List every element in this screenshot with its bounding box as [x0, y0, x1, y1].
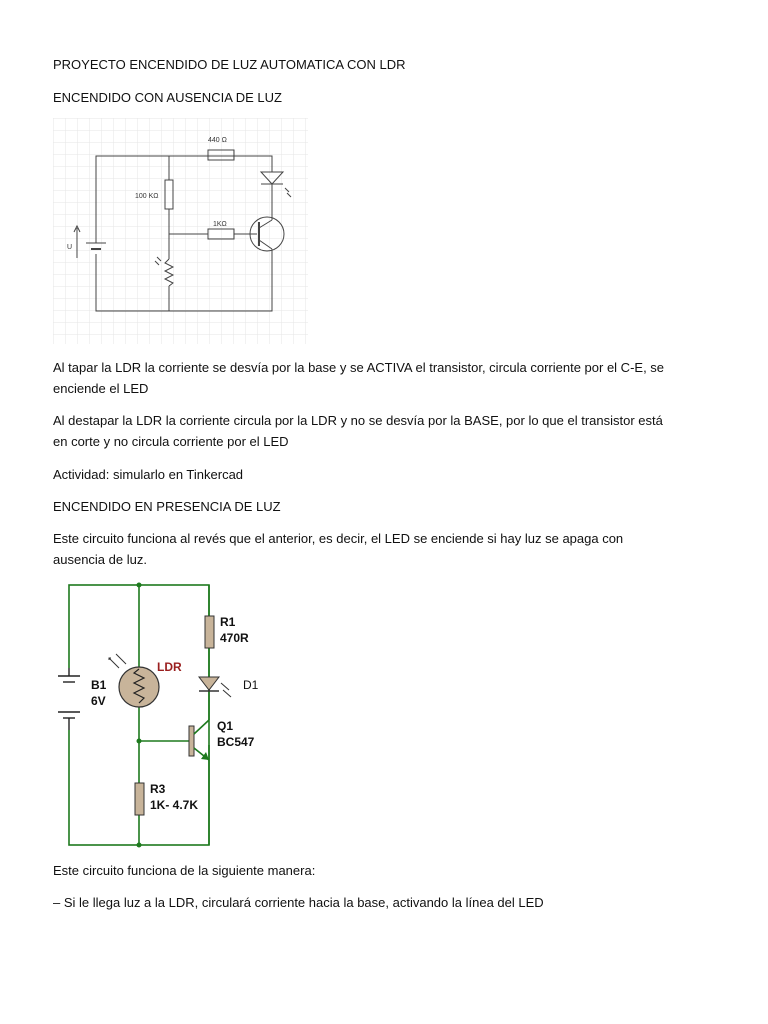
resistor-led-label: 440 Ω [208, 137, 227, 144]
paragraph-light-on-ldr: – Si le llega luz a la LDR, circulará co… [53, 895, 544, 910]
section-heading-darkness: ENCENDIDO CON AUSENCIA DE LUZ [53, 90, 282, 105]
circuit-diagram-darkness: 440 Ω 100 KΩ 1KΩ U [53, 118, 308, 344]
ldr-label: LDR [157, 660, 182, 674]
r1-name: R1 [220, 615, 236, 629]
voltage-source-label: U [67, 244, 72, 251]
battery-name: B1 [91, 678, 107, 692]
led-name: D1 [243, 678, 259, 692]
circuit-diagram-light: R1 470R LDR D1 B1 6V Q1 BC547 R3 1K- 4.7… [53, 580, 263, 850]
resistor-top-label: 100 KΩ [135, 193, 159, 200]
paragraph-inverse-circuit: Este circuito funciona al revés que el a… [53, 531, 624, 567]
r3-value: 1K- 4.7K [150, 798, 198, 812]
r1-value: 470R [220, 631, 249, 645]
r3-name: R3 [150, 782, 166, 796]
paragraph-ldr-covered: Al tapar la LDR la corriente se desvía p… [53, 360, 665, 396]
activity-line: Actividad: simularlo en Tinkercad [53, 467, 244, 482]
transistor-value: BC547 [217, 735, 255, 749]
circuit-diagram-darkness-svg: 440 Ω 100 KΩ 1KΩ U [53, 118, 308, 344]
battery-value: 6V [91, 694, 106, 708]
transistor-name: Q1 [217, 719, 233, 733]
document-title: PROYECTO ENCENDIDO DE LUZ AUTOMATICA CON… [53, 57, 406, 72]
paragraph-how-it-works: Este circuito funciona de la siguiente m… [53, 863, 316, 878]
section-heading-light: ENCENDIDO EN PRESENCIA DE LUZ [53, 499, 281, 514]
paragraph-ldr-uncovered: Al destapar la LDR la corriente circula … [53, 413, 663, 449]
resistor-base-label: 1KΩ [213, 221, 227, 228]
circuit-diagram-light-svg: R1 470R LDR D1 B1 6V Q1 BC547 R3 1K- 4.7… [58, 582, 259, 848]
